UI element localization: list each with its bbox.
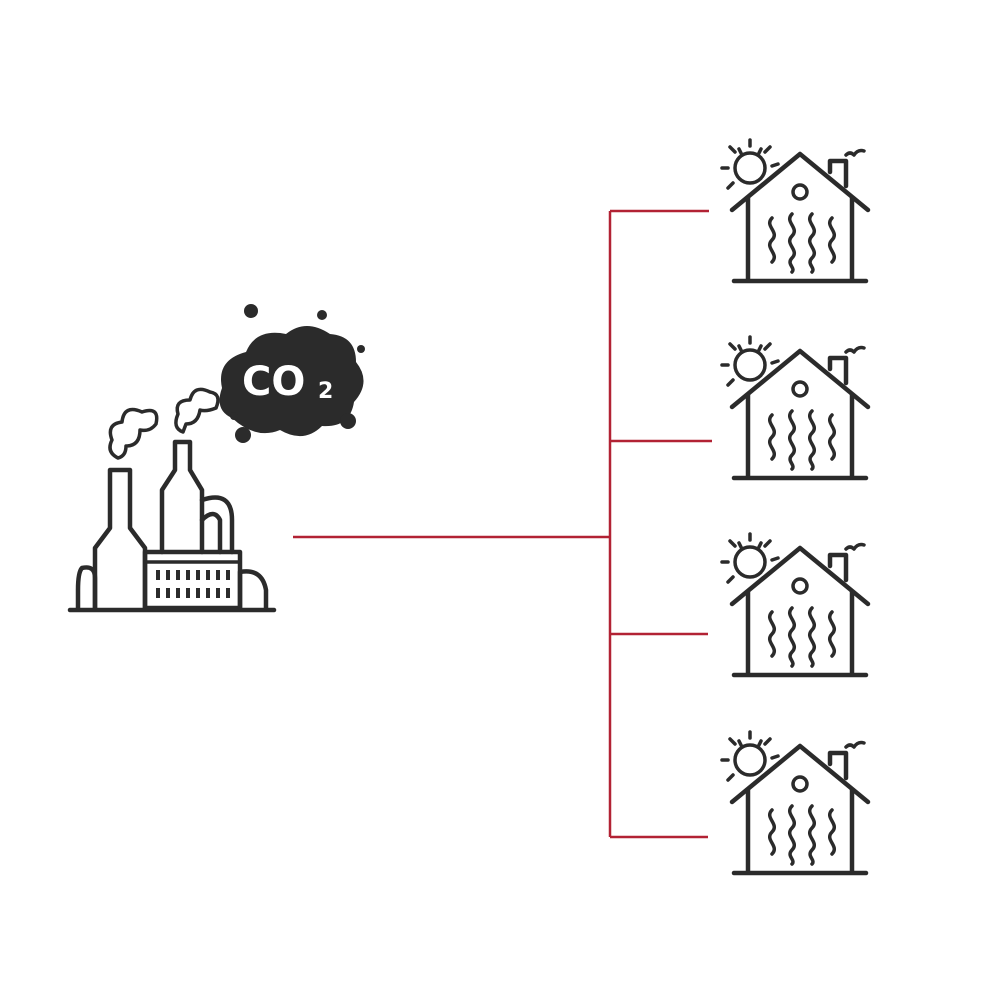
co2-label: CO [242,359,305,405]
co2-cloud-icon: CO 2 [219,304,365,443]
house-icon-1 [722,140,868,281]
house-icon-3 [722,534,868,675]
co2-subscript: 2 [318,379,333,404]
house-icon-4 [722,732,868,873]
factory-icon [67,387,277,613]
connector-network [293,209,712,839]
house-icon-2 [722,337,868,478]
